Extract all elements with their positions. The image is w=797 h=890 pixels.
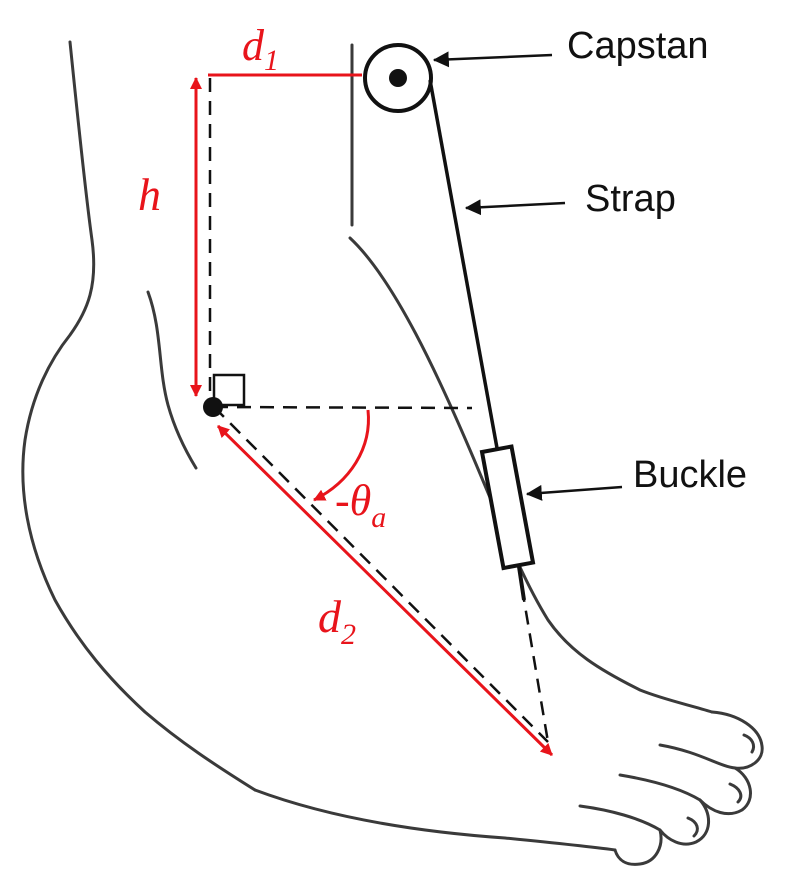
- buckle-pointer-arrow: [525, 484, 623, 501]
- strap-label: Strap: [585, 178, 676, 220]
- toes: [578, 710, 764, 866]
- dimension-lines: [190, 73, 554, 757]
- toenail-3: [686, 816, 699, 838]
- back-of-leg-line: [21, 40, 257, 792]
- strap-pointer-arrow: [464, 199, 566, 216]
- buckle-body: [479, 444, 536, 571]
- toenail-1: [742, 733, 756, 754]
- capstan-label: Capstan: [567, 25, 709, 67]
- toe-2: [618, 766, 752, 816]
- toe-1: [658, 710, 764, 770]
- strap-line: [428, 79, 499, 449]
- foot-outline: [21, 40, 714, 852]
- construction-lines: [208, 78, 550, 743]
- d2-dimension-arrow: [216, 424, 554, 757]
- sole-line: [253, 788, 617, 852]
- ankle-joint-point: [203, 397, 223, 417]
- theta-angle-arc: [313, 409, 370, 502]
- capstan-pointer-arrow: [432, 51, 553, 68]
- theta-label: -θa: [335, 476, 386, 534]
- h-label: h: [138, 169, 161, 220]
- toenail-2: [728, 782, 743, 804]
- capstan-axle: [389, 69, 407, 87]
- pointer-arrows: [432, 51, 623, 501]
- right-angle-marker: [212, 373, 246, 407]
- d2-label: d2: [318, 591, 356, 651]
- horizontal-dashed-line: [213, 405, 473, 410]
- toe-4: [613, 828, 663, 866]
- capstan: [363, 43, 433, 113]
- ankle-contour: [146, 290, 198, 470]
- toe-3: [578, 798, 710, 846]
- d1-label: d1: [242, 21, 279, 77]
- buckle-label: Buckle: [633, 454, 747, 496]
